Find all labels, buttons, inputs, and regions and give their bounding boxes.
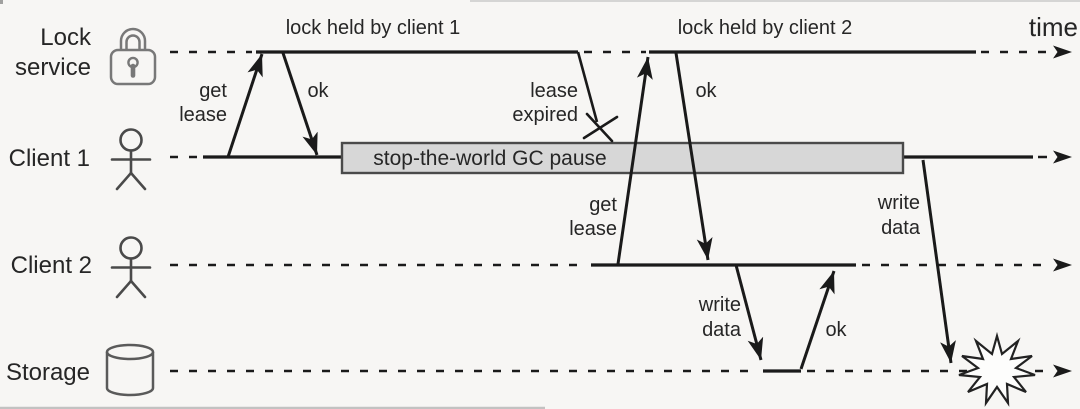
lease-expired-x-icon: [582, 112, 619, 143]
timeline-arrowhead-icon: [1053, 150, 1072, 164]
storage-timeline: [170, 364, 1072, 378]
label-get-lease-2-line2: lease: [569, 218, 617, 240]
arrow-ok-to-client2: [674, 52, 713, 261]
lease-expiry-line: [576, 51, 599, 123]
row-label-client-1: Client 1: [9, 145, 90, 172]
person-icon: [110, 128, 152, 191]
arrow-get-lease-client1: [226, 53, 264, 158]
arrow-write-data-client2: [734, 264, 764, 361]
timeline-arrowhead-icon: [1053, 364, 1072, 378]
label-ok-3: ok: [825, 319, 847, 341]
label-get-lease-1-line2: lease: [179, 104, 227, 126]
message-arrows: [226, 51, 956, 370]
arrow-ok-to-client2-from-storage: [799, 270, 836, 370]
client-2-timeline: [170, 258, 1072, 272]
label-ok-1: ok: [307, 80, 329, 102]
row-label-lock-service-line1: Lock: [40, 24, 92, 51]
lock-service-timeline: [170, 45, 1072, 59]
span-label-lock-held-client2: lock held by client 2: [678, 17, 853, 39]
label-write-data-2-line2: data: [881, 217, 921, 239]
label-write-data-1-line2: data: [702, 319, 742, 341]
padlock-icon: [109, 27, 157, 86]
label-lease-expired-line2: expired: [512, 104, 578, 126]
gc-pause-label: stop-the-world GC pause: [373, 147, 606, 170]
label-write-data-2-line1: write: [877, 192, 920, 214]
database-cylinder-icon: [105, 343, 155, 397]
label-get-lease-2-line1: get: [589, 194, 617, 216]
label-get-lease-1-line1: get: [199, 80, 227, 102]
arrow-get-lease-client2: [616, 56, 653, 265]
person-icon: [110, 236, 152, 299]
time-axis-label: time: [1029, 12, 1078, 42]
arrow-write-data-client1-delayed: [921, 159, 956, 364]
crash-starburst-icon: [958, 331, 1036, 407]
client-1-timeline: [170, 150, 1072, 164]
label-write-data-1-line1: write: [698, 294, 741, 316]
row-label-storage: Storage: [6, 359, 90, 386]
label-lease-expired-line1: lease: [530, 80, 578, 102]
span-label-lock-held-client1: lock held by client 1: [286, 17, 461, 39]
row-label-lock-service-line2: service: [15, 54, 91, 81]
label-ok-2: ok: [695, 80, 717, 102]
row-label-client-2: Client 2: [11, 252, 92, 279]
timeline-arrowhead-icon: [1053, 258, 1072, 272]
arrow-ok-to-client1: [281, 52, 319, 156]
timeline-arrowhead-icon: [1053, 45, 1072, 59]
gc-pause-box: stop-the-world GC pause: [340, 141, 905, 175]
